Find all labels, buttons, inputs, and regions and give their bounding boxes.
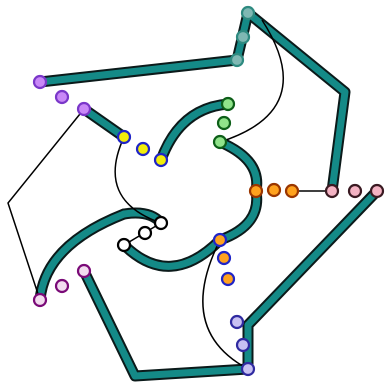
node-orange-6 [220, 271, 236, 287]
node-purple-1 [32, 74, 48, 90]
node-yellow-1 [116, 129, 132, 145]
connector-bottom-arc [202, 239, 249, 370]
edge-outer-bottom [80, 267, 252, 380]
node-violet-1 [229, 314, 245, 330]
connector-left-hexagon [7, 108, 85, 301]
edge-outer-top-left [36, 56, 241, 86]
edge-outer-top-right [244, 9, 349, 195]
node-orange-1 [248, 183, 264, 199]
edge-spiral-green [157, 100, 232, 164]
node-orange-2 [266, 182, 282, 198]
nodes [32, 5, 385, 377]
node-magenta-3 [76, 263, 92, 279]
node-violet-2 [235, 337, 251, 353]
edge-spiral-lower [120, 236, 224, 270]
node-orange-5 [216, 250, 232, 266]
node-green-3 [212, 134, 228, 150]
node-magenta-2 [54, 278, 70, 294]
node-purple-2 [54, 89, 70, 105]
connector-top-arc [219, 19, 285, 143]
node-green-1 [220, 96, 236, 112]
node-orange-4 [212, 232, 228, 248]
node-white-1 [153, 215, 169, 231]
node-yellow-2 [135, 141, 151, 157]
node-orange-3 [284, 183, 300, 199]
edge-outer-left [36, 210, 128, 304]
node-pink-2 [347, 183, 363, 199]
node-violet-3 [240, 361, 256, 377]
node-white-2 [137, 225, 153, 241]
node-teal-2 [235, 29, 251, 45]
node-pink-1 [324, 183, 340, 199]
node-teal-1 [240, 5, 256, 21]
edge-spiral-upper [80, 105, 128, 141]
node-yellow-3 [153, 152, 169, 168]
node-purple-3 [76, 101, 92, 117]
connector-left-arc [114, 136, 162, 224]
node-green-2 [216, 115, 232, 131]
edge-outer-right [244, 187, 381, 329]
node-pink-3 [369, 183, 385, 199]
node-magenta-1 [32, 292, 48, 308]
node-teal-3 [229, 52, 245, 68]
node-white-3 [116, 237, 132, 253]
